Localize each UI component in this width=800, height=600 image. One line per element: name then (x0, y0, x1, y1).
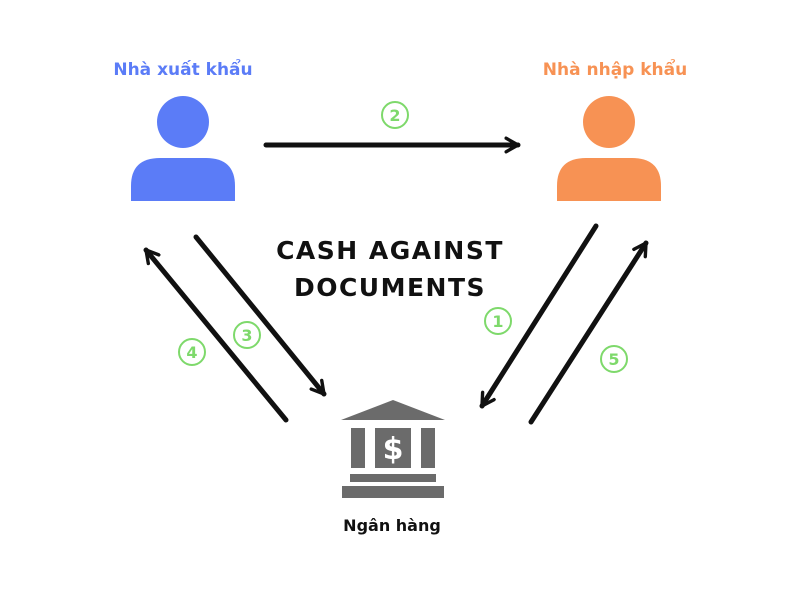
step-badge-4: 4 (178, 338, 206, 366)
importer-person-icon (557, 96, 661, 201)
step-badge-5: 5 (600, 345, 628, 373)
step-number-2: 2 (389, 106, 400, 125)
bank-label: Ngân hàng (343, 516, 441, 535)
bank-icon: $ (341, 400, 445, 498)
exporter-person-icon (131, 96, 235, 201)
step-number-5: 5 (608, 350, 619, 369)
step-badge-3: 3 (233, 321, 261, 349)
diagram-title: CASH AGAINST DOCUMENTS (276, 236, 504, 302)
arrow-step-1 (479, 223, 599, 409)
step-number-4: 4 (186, 343, 197, 362)
importer-label: Nhà nhập khẩu (542, 60, 688, 80)
step-number-1: 1 (492, 312, 503, 331)
dollar-sign-icon: $ (383, 432, 404, 467)
step-badge-2: 2 (381, 101, 409, 129)
exporter-label: Nhà xuất khẩu (113, 60, 253, 80)
arrow-step-5 (528, 240, 649, 425)
step-number-3: 3 (241, 326, 252, 345)
step-badge-1: 1 (484, 307, 512, 335)
arrow-step-3 (193, 234, 327, 397)
arrow-step-4 (143, 247, 289, 423)
